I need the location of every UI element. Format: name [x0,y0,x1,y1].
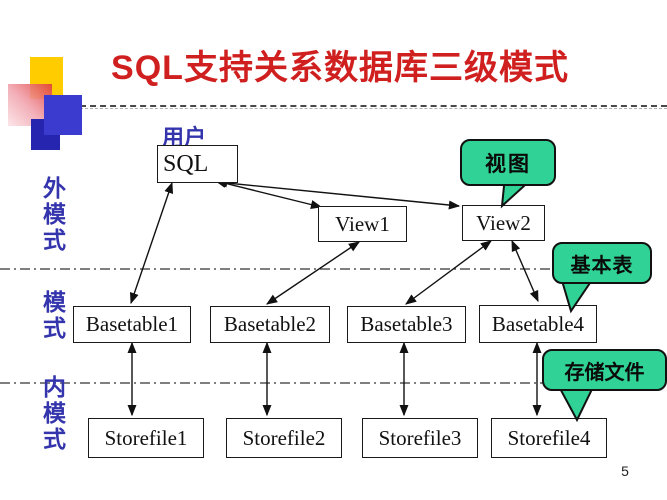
arrow-sql-basetable1 [129,181,174,305]
node-basetable3: Basetable3 [347,306,466,343]
node-basetable4: Basetable4 [479,305,597,343]
node-storefile1: Storefile1 [88,418,204,458]
node-basetable1: Basetable1 [73,306,191,343]
arrow-view2-basetable4 [511,239,539,303]
title-divider-line [70,105,667,107]
decor-blue-square [44,95,82,135]
callout-view: 视图 [460,139,556,186]
arrow-sql-view2 [215,178,461,210]
node-storefile2: Storefile2 [226,418,342,458]
node-view1: View1 [318,206,407,242]
page-number: 5 [621,463,629,479]
conceptual-schema-label: 模式 [43,290,66,341]
arrow-sql-view1 [214,179,323,209]
arrow-view1-basetable2 [266,241,360,305]
node-storefile4: Storefile4 [491,418,607,458]
callout-store-file: 存储文件 [542,349,667,391]
node-view2: View2 [462,205,545,241]
node-basetable2: Basetable2 [210,306,330,343]
internal-schema-label: 内模式 [43,375,66,452]
node-sql: SQL [157,145,238,183]
slide-title: SQL支持关系数据库三级模式 [111,49,569,87]
arrow-view2-basetable3 [405,240,492,305]
callout-base-table: 基本表 [552,242,652,284]
node-storefile3: Storefile3 [362,418,478,458]
external-schema-label: 外模式 [43,176,66,253]
title-divider-line-shadow [70,108,667,109]
